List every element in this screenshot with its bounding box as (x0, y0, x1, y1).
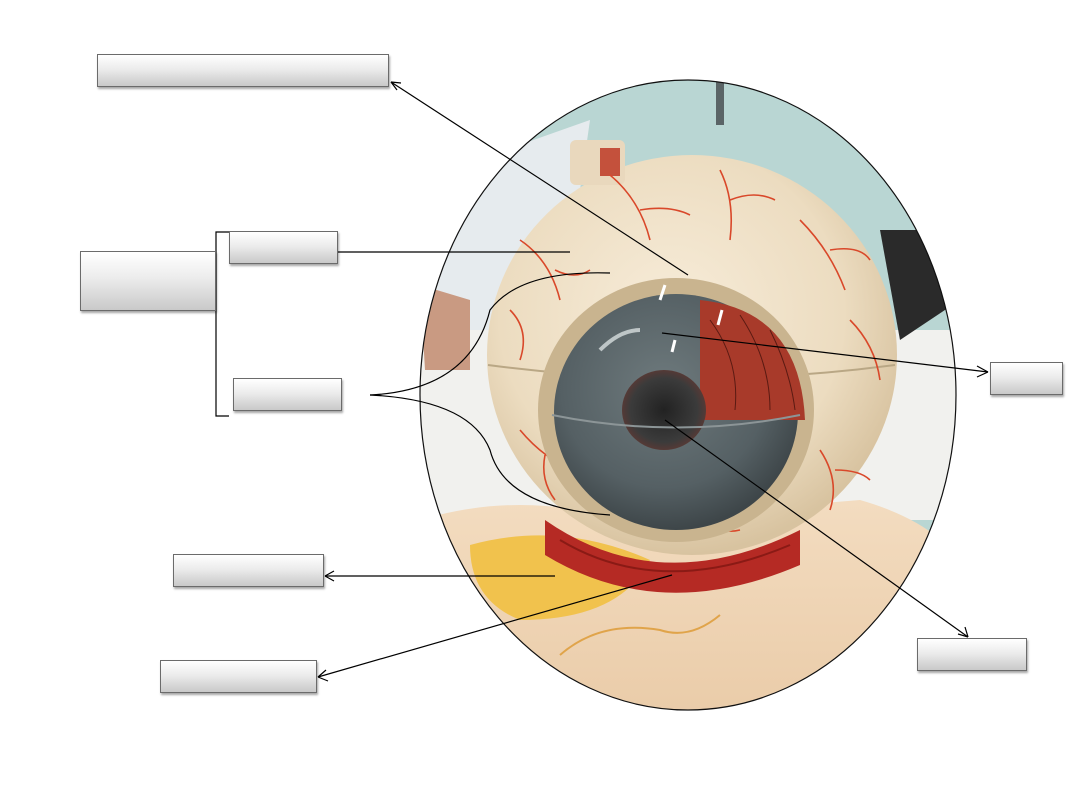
background-hand (420, 285, 470, 370)
photo-frame-ellipse (419, 79, 957, 711)
arrowhead-right (976, 365, 989, 378)
iris-section (700, 300, 805, 420)
arrowhead-bottom-left-lower (317, 669, 329, 682)
label-box-group (80, 251, 216, 311)
leader-bottom-right (664, 419, 969, 638)
label-box-bottom-left-lower (160, 660, 317, 693)
base-vessel (559, 614, 721, 656)
cornea-highlight (598, 328, 641, 352)
leader-bottom-left-lower (317, 574, 673, 678)
label-box-bottom-right (917, 638, 1027, 671)
leader-right (661, 332, 989, 373)
highlight-mark-1 (658, 284, 667, 301)
group-bracket (215, 231, 229, 417)
leader-top-left (390, 81, 689, 276)
arrowheads (317, 81, 989, 682)
highlight-mark-3 (670, 339, 677, 353)
label-box-lower-group (233, 378, 342, 411)
arrowhead-bottom-right (957, 626, 969, 638)
pupil (622, 370, 706, 450)
arrowhead-bottom-left-upper (324, 570, 335, 582)
background-pole (716, 80, 724, 125)
label-box-top-left (97, 54, 389, 87)
label-box-upper-group (229, 231, 338, 264)
leader-lower-group-b (369, 394, 611, 516)
extraocular-muscle (545, 520, 800, 593)
iris-vessels (709, 314, 796, 411)
label-box-right (990, 362, 1063, 395)
label-box-bottom-left-upper (173, 554, 324, 587)
arrowhead-top-left (390, 81, 402, 91)
eye-model-photo (420, 80, 956, 710)
optic-stub-inner (600, 148, 620, 176)
leader-lines (215, 81, 989, 678)
leader-lower-group-a (369, 272, 611, 396)
highlight-mark-2 (716, 309, 724, 326)
muscle-fiber (559, 539, 791, 573)
